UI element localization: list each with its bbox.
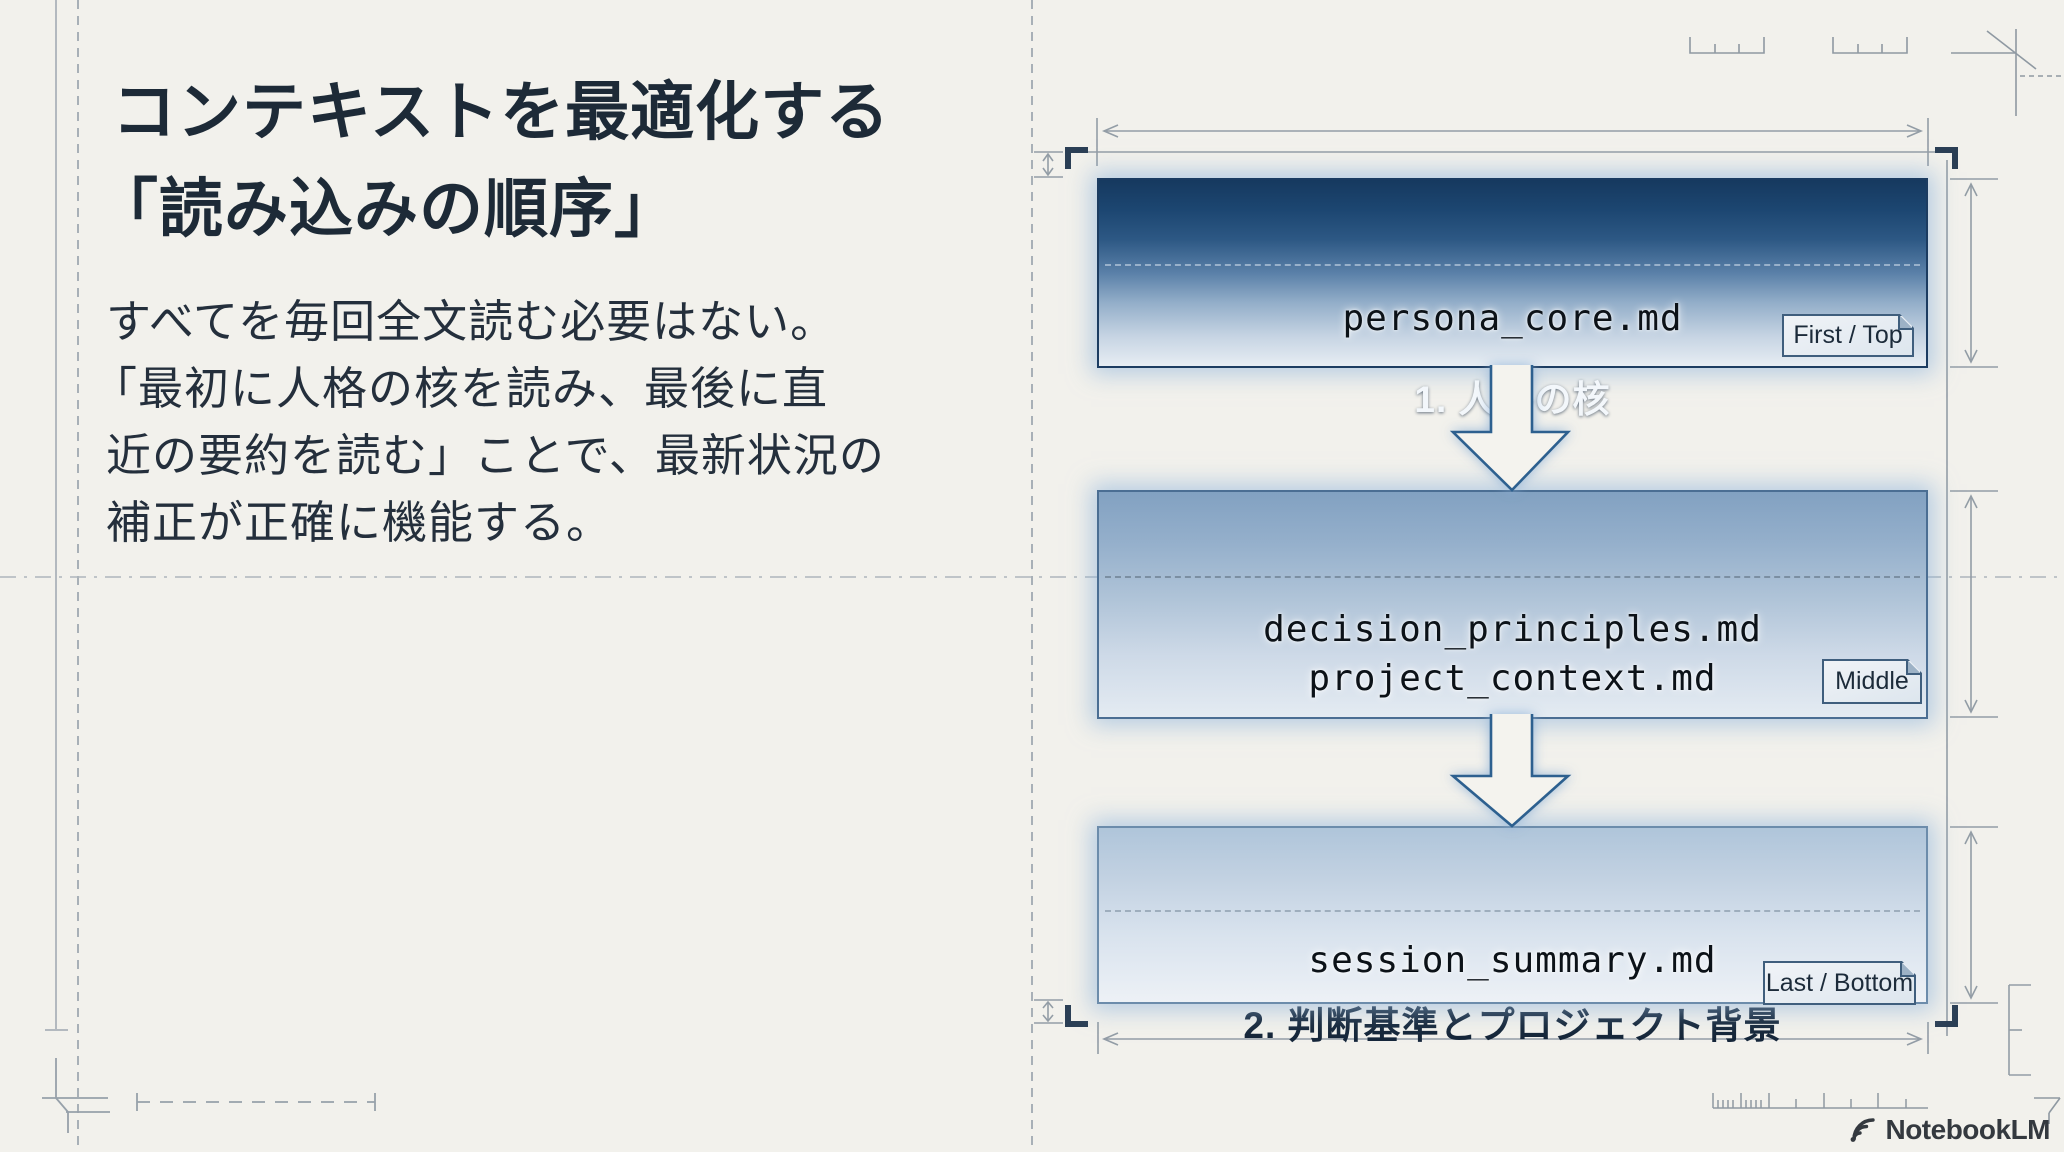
down-arrow-1 <box>1449 365 1572 492</box>
notebooklm-logo-icon <box>1851 1118 1876 1142</box>
flow-box-divider <box>1105 264 1920 266</box>
corner-brackets <box>1065 147 1958 1027</box>
order-tag-label: First / Top <box>1793 321 1903 349</box>
flow-box-decision-context: 2. 判断基準とプロジェクト背景 decision_principles.md … <box>1097 490 1928 1046</box>
flow-box-filename: decision_principles.md <box>1263 609 1762 650</box>
top-right-corner-mark <box>1951 29 2062 116</box>
bottom-right-flag-mark <box>2034 1097 2061 1124</box>
order-tag-first-top: First / Top <box>1782 314 1914 357</box>
flow-box-session-summary: 3. 直近要約 session_summary.md <box>1097 826 1928 1004</box>
slide-title-line1: コンテキストを最適化する <box>112 76 891 148</box>
down-arrow-2 <box>1449 714 1572 828</box>
bottom-right-ruler <box>1712 1093 1928 1109</box>
bottom-dimension <box>1097 1022 1929 1054</box>
bottom-left-marks <box>42 1058 376 1133</box>
order-tag-last-bottom: Last / Bottom <box>1763 961 1916 1005</box>
flow-box-filename: session_summary.md <box>1308 940 1717 981</box>
flow-box-filename: project_context.md <box>1308 658 1717 699</box>
flow-box-divider <box>1105 910 1920 912</box>
notebooklm-logo-text: NotebookLM <box>1885 1114 2050 1145</box>
flow-box-divider <box>1105 576 1920 578</box>
slide-body-text: すべてを毎回全文読む必要はない。 「最初に人格の核を読み、最後に直 近の要約を読… <box>92 288 885 556</box>
top-ruler-marks <box>1689 37 1908 54</box>
slide-title-line2: 「読み込みの順序」 <box>94 173 679 245</box>
flow-box-header: 2. 判断基準とプロジェクト背景 <box>1243 1005 1782 1046</box>
body-line: 近の要約を読む」ことで、最新状況の <box>106 430 885 481</box>
order-tag-middle: Middle <box>1822 659 1922 704</box>
order-tag-label: Last / Bottom <box>1765 968 1914 997</box>
body-line: すべてを毎回全文読む必要はない。 <box>106 296 837 347</box>
slide-title: コンテキストを最適化する 「読み込みの順序」 <box>94 64 891 258</box>
right-dimensions <box>1946 160 2031 1076</box>
top-dimension <box>1034 118 1936 1024</box>
notebooklm-logo: NotebookLM <box>1844 1112 2050 1148</box>
body-line: 「最初に人格の核を読み、最後に直 <box>92 363 829 414</box>
order-tag-label: Middle <box>1835 667 1909 695</box>
body-line: 補正が正確に機能する。 <box>106 497 613 548</box>
flow-box-filename: persona_core.md <box>1342 298 1683 339</box>
